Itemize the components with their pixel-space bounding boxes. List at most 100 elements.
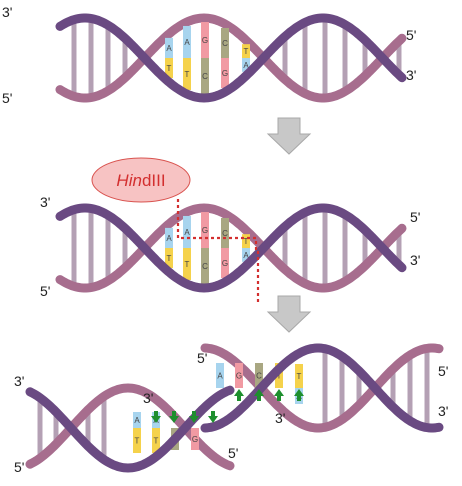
row2-bottom-base-block: [183, 248, 191, 281]
row2-bottom-base-letter: A: [243, 251, 249, 260]
label-r3-left-bottom: 5': [14, 459, 24, 475]
row3-left-dark-backbone: [25, 385, 235, 473]
label-r3-right-fragment-top-end: 5': [197, 350, 207, 366]
row3-right-rung: [356, 373, 362, 403]
row1-bottom-base-block: [165, 58, 173, 79]
row2-rung: [342, 217, 348, 279]
row1-rung: [342, 27, 348, 89]
label-r1-top-right: 5': [406, 27, 416, 43]
label-r3-right-top: 5': [438, 363, 448, 379]
row2-rung: [302, 215, 308, 281]
row1-top-base-block: [242, 44, 250, 58]
row3-left-rung: [101, 399, 107, 457]
row2-top-base-block: [183, 215, 191, 248]
label-r2-top-left: 3': [40, 194, 50, 210]
row2-bottom-base-letter: T: [167, 254, 172, 263]
row2-rung: [122, 231, 128, 265]
row2-top-base-letter: C: [222, 229, 228, 238]
dark-backbone-layer: [25, 13, 444, 473]
row3-right-dark-backbone: [200, 343, 444, 433]
row2-top-base-block: [201, 212, 209, 248]
rungs-layer: [37, 21, 430, 457]
row1-top-base-letter: A: [184, 38, 190, 47]
bond-arrow-down-icon: [169, 411, 179, 423]
row1-bottom-base-block: [221, 58, 229, 89]
row2-top-base-letter: G: [202, 226, 208, 235]
bond-arrow-up-icon: [294, 389, 304, 401]
row3-right-sticky-base-block: [255, 363, 263, 388]
row2-rung: [396, 234, 402, 262]
row3-right-sticky-base-block: [275, 363, 283, 388]
label-r3-left-fragment-top-end: 3': [143, 390, 153, 406]
row3-right-sticky-base-letter: C: [256, 372, 262, 381]
row3-left-pair-base-block: [133, 412, 141, 428]
row2-bottom-base-block: [221, 248, 229, 279]
enzyme-label: HindIII: [116, 171, 165, 190]
label-r1-bottom-left: 5': [2, 90, 12, 106]
row3-right-rung: [339, 359, 345, 417]
process-arrow-2-icon: [266, 295, 312, 333]
row2-top-base-letter: A: [184, 228, 190, 237]
row3-right-sticky-base-letter: G: [236, 372, 242, 381]
row3-left-pair-base-letter: A: [134, 416, 140, 425]
row2-rung: [322, 211, 328, 285]
row3-right-rung: [407, 358, 413, 418]
enzyme-bubble: [91, 157, 191, 203]
process-arrow-1-icon: [266, 117, 312, 155]
row2-bottom-base-letter: C: [202, 262, 208, 271]
row2-light-backbone: [55, 203, 407, 293]
row1-bottom-base-letter: C: [202, 72, 208, 81]
bond-arrow-down-icon: [151, 411, 161, 423]
label-r3-left-top: 3': [14, 373, 24, 389]
row2-rung: [362, 233, 368, 263]
row1-rung: [322, 21, 328, 95]
row3-left-rung: [37, 400, 43, 456]
row3-left-rung: [53, 414, 59, 442]
row1-dark-backbone: [55, 13, 407, 103]
row1-light-backbone: [55, 13, 407, 103]
cut-line: [176, 199, 260, 304]
row1-top-base-block: [183, 25, 191, 59]
label-r3-left-fragment-bottom-end: 5': [228, 445, 238, 461]
row1-bottom-base-letter: T: [167, 64, 172, 73]
row2-top-base-letter: T: [244, 237, 249, 246]
label-r3-right-fragment-bottom-end: 3': [275, 410, 285, 426]
label-r2-bottom-left: 5': [40, 283, 50, 299]
row2-top-base-block: [165, 227, 173, 248]
row1-rung: [362, 43, 368, 73]
enzyme-name-italic: Hin: [116, 171, 142, 190]
bond-arrow-down-icon: [208, 411, 218, 423]
row2-rung: [71, 212, 77, 284]
row1-bottom-base-letter: G: [222, 69, 228, 78]
row1-rung: [88, 21, 94, 95]
label-r2-bottom-right: 3': [410, 252, 420, 268]
row3-left-sticky-base-letter: T: [154, 437, 159, 446]
row3-right-pair-base-block: [295, 364, 303, 388]
row1-bottom-base-block: [183, 58, 191, 91]
row3-left-sticky-base-block: [133, 428, 141, 453]
row1-top-base-block: [201, 22, 209, 58]
bond-arrow-up-icon: [234, 389, 244, 401]
row3-right-sticky-base-letter: T: [277, 372, 282, 381]
row1-rung: [71, 22, 77, 94]
row1-bottom-base-block: [242, 58, 250, 72]
label-r1-bottom-right: 3': [406, 67, 416, 83]
row1-rung: [282, 39, 288, 77]
row3-left-sticky-base-letter: G: [192, 435, 198, 444]
row3-left-light-backbone: [25, 383, 235, 471]
row2-bottom-base-letter: T: [185, 260, 190, 269]
row1-top-base-letter: T: [244, 47, 249, 56]
row3-left-sticky-base-block: [152, 428, 160, 453]
row2-top-base-block: [221, 217, 229, 248]
row2-rung: [105, 218, 111, 278]
row1-top-base-letter: A: [166, 44, 172, 53]
row1-bottom-base-block: [201, 58, 209, 94]
row1-rung: [396, 44, 402, 72]
row1-rung: [302, 25, 308, 91]
row3-right-rung: [424, 351, 430, 425]
row2-rung: [282, 229, 288, 267]
row2-bottom-base-block: [242, 248, 250, 262]
row1-bottom-base-letter: T: [185, 70, 190, 79]
row2-rung: [88, 211, 94, 285]
